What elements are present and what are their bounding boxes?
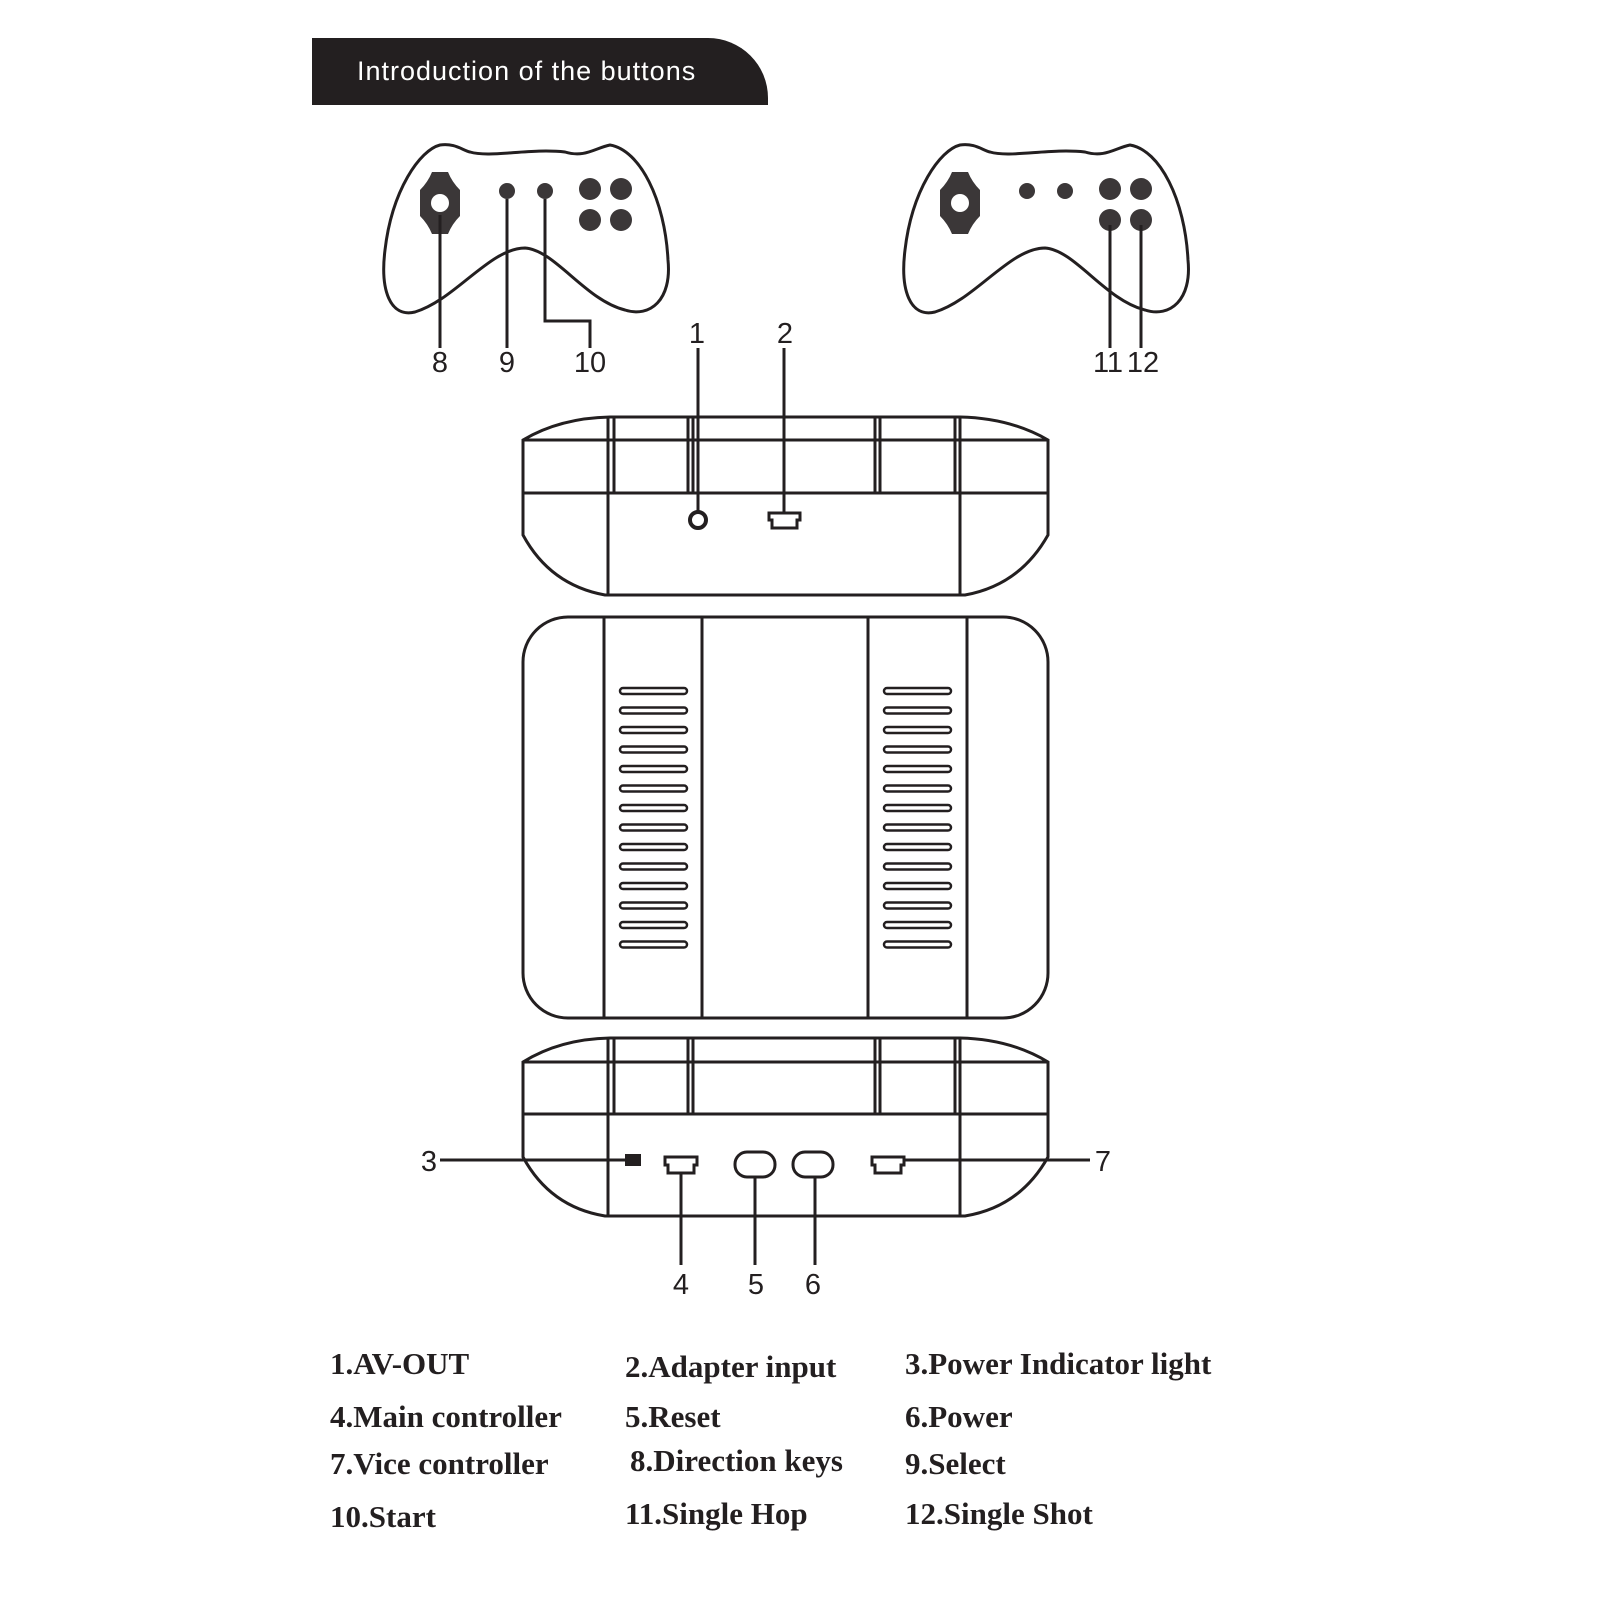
legend-item: 4.Main controller (330, 1399, 562, 1434)
vent-slot (618, 686, 689, 696)
vent-slot (618, 881, 689, 891)
legend-item: 1.AV-OUT (330, 1346, 470, 1381)
vent-slot (882, 901, 953, 910)
main-controller (382, 143, 670, 348)
vent-slot (618, 764, 689, 774)
title-banner: Introduction of the buttons (312, 38, 768, 105)
legend-item: 9.Select (905, 1446, 1006, 1481)
av-out-port-icon (688, 510, 708, 530)
vent-slot (618, 842, 689, 852)
callout-1: 1 (689, 318, 705, 350)
vent-slot (618, 920, 689, 930)
callout-11: 11 (1093, 347, 1123, 379)
vent-slot (618, 901, 689, 910)
vent-slot (882, 803, 953, 813)
legend-item: 11.Single Hop (625, 1496, 808, 1531)
console-back-view (521, 348, 1050, 597)
callout-8: 8 (432, 347, 448, 379)
legend-item: 8.Direction keys (630, 1443, 843, 1478)
callout-4: 4 (673, 1269, 689, 1301)
callout-7: 7 (1095, 1146, 1111, 1178)
vent-slot (882, 823, 953, 832)
callout-12: 12 (1127, 347, 1159, 379)
vice-controller (902, 143, 1190, 348)
vent-slot (618, 706, 689, 715)
legend-item: 2.Adapter input (625, 1349, 837, 1384)
vent-slot (618, 745, 689, 754)
page-title: Introduction of the buttons (357, 56, 697, 86)
legend-item: 5.Reset (625, 1399, 721, 1434)
vent-slot (882, 706, 953, 715)
adapter-port-icon (767, 511, 802, 530)
reset-button-icon (733, 1150, 777, 1179)
vent-slot (882, 686, 953, 696)
legend-item: 12.Single Shot (905, 1496, 1093, 1531)
main-controller-port-icon (663, 1155, 699, 1175)
legend-item: 6.Power (905, 1399, 1013, 1434)
legend-item: 7.Vice controller (330, 1446, 549, 1481)
vent-slot (618, 823, 689, 832)
vent-slot (882, 725, 953, 735)
start-button-icon (537, 183, 553, 199)
legend-item: 3.Power Indicator light (905, 1346, 1212, 1381)
vent-slot (882, 862, 953, 871)
legend-item: 10.Start (330, 1499, 436, 1534)
vice-controller-port-icon (870, 1155, 906, 1175)
vent-slot (618, 784, 689, 793)
callout-5: 5 (748, 1269, 764, 1301)
console-front-view (440, 1036, 1090, 1265)
callout-3: 3 (421, 1146, 437, 1178)
vent-slot (882, 745, 953, 754)
callout-9: 9 (499, 347, 515, 379)
power-button-icon (791, 1150, 835, 1179)
callout-6: 6 (805, 1269, 821, 1301)
vent-slots (618, 686, 953, 949)
vent-slot (882, 764, 953, 774)
vent-slot (618, 940, 689, 949)
power-indicator-light-icon (625, 1154, 641, 1166)
vent-slot (882, 784, 953, 793)
vent-slot (618, 725, 689, 735)
vent-slot (882, 842, 953, 852)
vent-slot (882, 920, 953, 930)
callout-10: 10 (574, 347, 606, 379)
action-buttons-icon (579, 178, 632, 231)
vent-slot (618, 803, 689, 813)
select-button-icon (499, 183, 515, 199)
vent-slot (882, 881, 953, 891)
vent-slot (618, 862, 689, 871)
vent-slot (882, 940, 953, 949)
callout-2: 2 (777, 318, 793, 350)
console-top-view (521, 615, 1050, 1020)
